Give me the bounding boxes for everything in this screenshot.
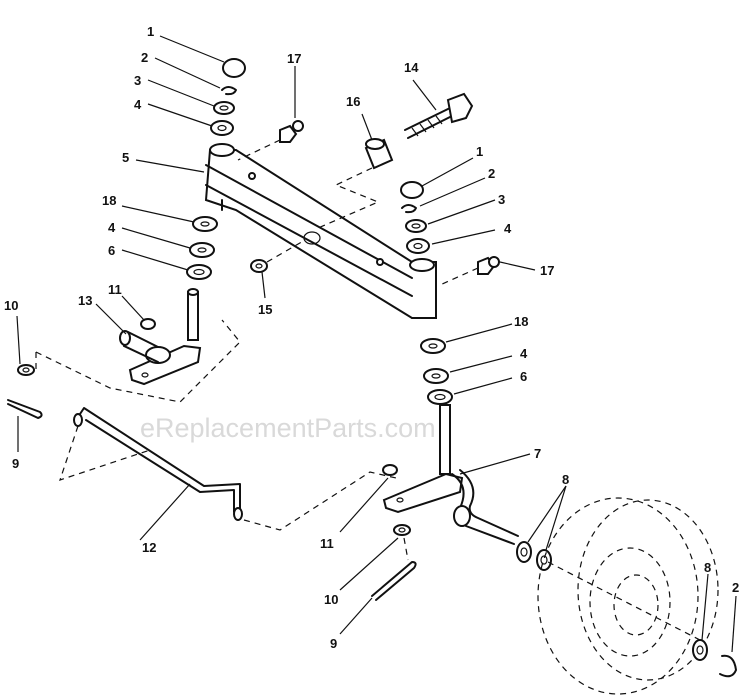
callout-4: 4: [504, 221, 512, 236]
callout-10: 10: [4, 298, 18, 313]
grease-fitting-icon: [477, 256, 500, 275]
callout-4: 4: [108, 220, 116, 235]
cotter-pin-icon: [371, 561, 417, 601]
callout-5: 5: [122, 150, 129, 165]
tire-wheel-icon: [537, 497, 719, 695]
callout-18: 18: [514, 314, 528, 329]
washer-icon: [692, 639, 708, 661]
callout-3: 3: [134, 73, 141, 88]
callout-15: 15: [258, 302, 272, 317]
washer-icon: [393, 524, 411, 536]
callout-labels: 1 2 3 4 5 17 14 16 1 2 3 4 17 18 4 6 15 …: [4, 24, 739, 651]
callout-11: 11: [320, 536, 334, 551]
callout-11: 11: [108, 282, 122, 297]
callout-1: 1: [147, 24, 154, 39]
callout-17: 17: [540, 263, 554, 278]
hairpin-clip-icon: [719, 654, 737, 678]
callout-14: 14: [404, 60, 419, 75]
callout-2: 2: [732, 580, 739, 595]
washer-icon: [516, 541, 552, 571]
callout-10: 10: [324, 592, 338, 607]
callout-6: 6: [520, 369, 527, 384]
callout-17: 17: [287, 51, 301, 66]
callout-4: 4: [520, 346, 528, 361]
callout-16: 16: [346, 94, 360, 109]
callout-9: 9: [330, 636, 337, 651]
callout-18: 18: [102, 193, 116, 208]
cotter-pin-icon: [7, 399, 43, 419]
watermark-text: eReplacementParts.com: [140, 413, 436, 443]
callout-13: 13: [78, 293, 92, 308]
callout-1: 1: [476, 144, 483, 159]
callout-2: 2: [141, 50, 148, 65]
callout-9: 9: [12, 456, 19, 471]
left-top-washer-stack: [210, 58, 246, 136]
left-lower-washer-stack: [186, 216, 218, 280]
nut-icon: [250, 259, 268, 273]
washer-icon: [17, 364, 35, 376]
callout-4: 4: [134, 97, 142, 112]
callout-3: 3: [498, 192, 505, 207]
callout-6: 6: [108, 243, 115, 258]
grease-fitting-icon: [279, 120, 304, 143]
callout-2: 2: [488, 166, 495, 181]
front-axle-icon: [204, 143, 437, 319]
callout-12: 12: [142, 540, 156, 555]
spacer-icon: [364, 138, 394, 170]
steering-spindle-icon: [382, 404, 519, 545]
drag-link-icon: [73, 407, 243, 521]
leader-lines: [16, 35, 737, 653]
right-lower-washer-stack: [420, 338, 453, 405]
callout-7: 7: [534, 446, 541, 461]
right-top-washer-stack: [400, 181, 430, 254]
callout-8: 8: [562, 472, 569, 487]
pivot-bolt-icon: [404, 92, 474, 139]
callout-8: 8: [704, 560, 711, 575]
steering-spindle-icon: [119, 288, 202, 386]
